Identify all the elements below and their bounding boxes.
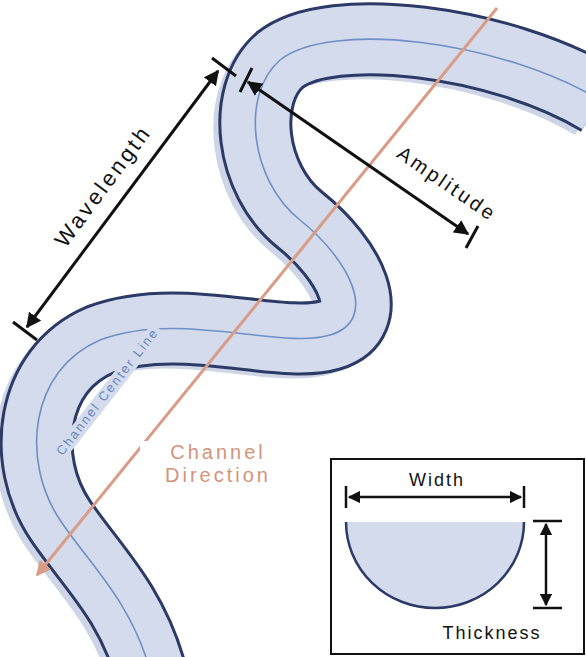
channel-center-line: [37, 39, 586, 657]
direction-arrow: [37, 8, 497, 575]
thickness-tick: [533, 607, 562, 610]
wavelength-tick: [13, 322, 37, 340]
dimension-label: Thickness: [442, 623, 541, 644]
channel-fill: [37, 39, 586, 657]
width-tick: [523, 486, 526, 508]
wavelength-arrow: [27, 71, 218, 327]
cross-section-outline: [346, 522, 524, 608]
direction-label: Channel Direction: [140, 441, 296, 487]
amplitude-tick: [240, 68, 252, 92]
amplitude-arrow: [248, 82, 468, 234]
dimension-label: Amplitude: [390, 140, 503, 228]
width-arrow: [349, 496, 521, 499]
thickness-arrow: [545, 524, 548, 605]
wavelength-tick: [212, 58, 236, 76]
dimension-label: Width: [409, 470, 465, 491]
inset-box: WidthThickness: [330, 458, 585, 655]
width-tick: [345, 486, 348, 508]
thickness-tick: [533, 520, 562, 523]
channel-cross-section: [346, 522, 524, 608]
amplitude-tick: [466, 226, 478, 248]
dimension-label: Wavelength: [48, 118, 159, 254]
channel-banks: [37, 39, 586, 657]
